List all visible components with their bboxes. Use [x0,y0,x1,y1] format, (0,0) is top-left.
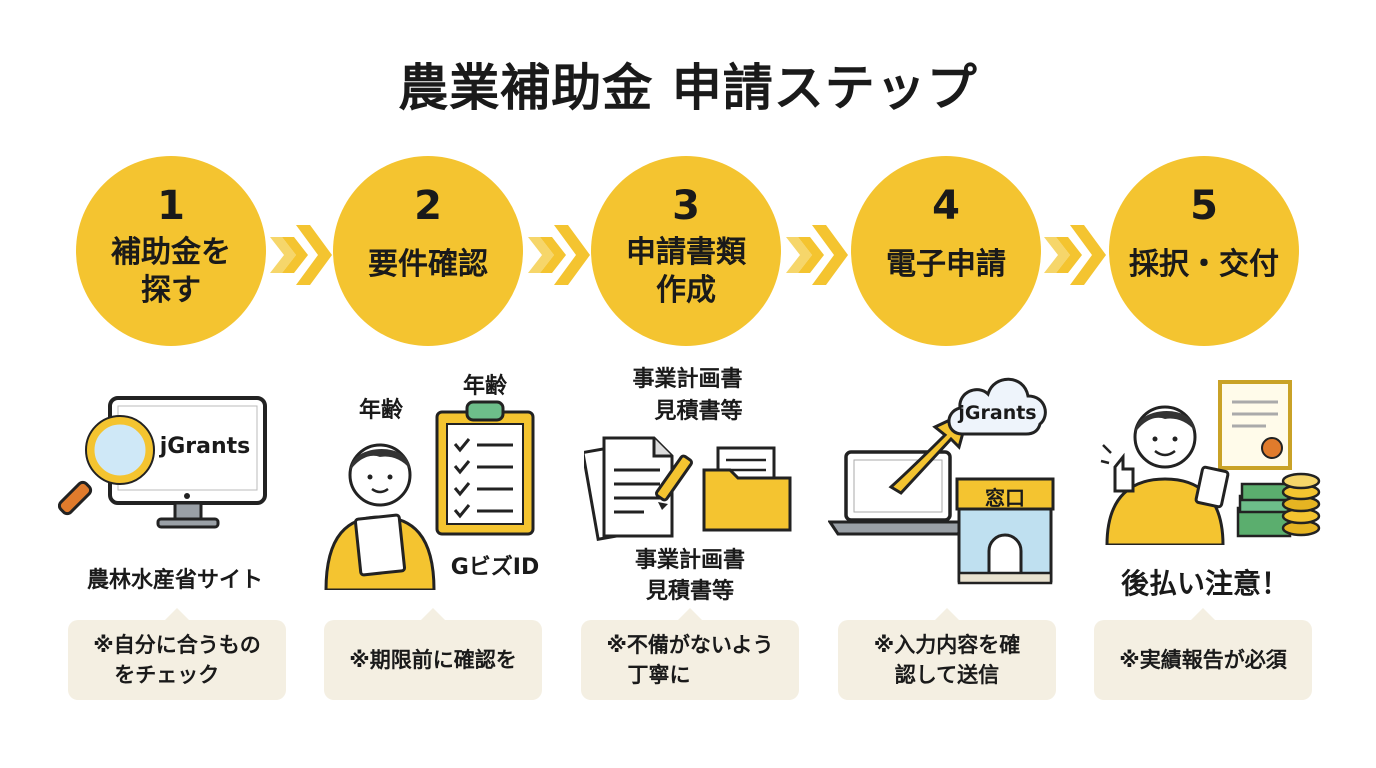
jgrants-cloud-text: jGrants [958,402,1037,424]
magnifier-icon [58,415,155,516]
step-2-circle: 2 要件確認 [333,156,523,346]
step-1-number: 1 [157,183,185,229]
step-5-label: 採択・交付 [1129,247,1279,282]
cloud-icon [947,377,1047,436]
step-2-note: ※期限前に確認を [324,608,542,700]
step-3-label: 申請書類 作成 [626,235,746,308]
person-icon [324,443,436,590]
jgrants-screen-text: jGrants [159,434,251,459]
step-5-caption: 後払い注意！ [1120,567,1289,600]
step-3-circle: 3 申請書類 作成 [591,156,781,346]
person-thumbs-up-icon [1100,405,1230,545]
step-3-caption-bottom: 事業計画書 見積書等 [634,548,745,604]
step-3-number: 3 [672,183,700,229]
step-5-number: 5 [1190,183,1218,229]
chevron-arrow-icon [528,225,590,285]
pen-icon [654,454,694,510]
step-2-tag-left: 年齢 [358,398,403,423]
step-3-caption-top: 事業計画書 見積書等 [632,367,743,424]
chevron-arrow-icon [270,225,332,285]
certificate-icon [1218,380,1292,470]
chevron-arrow-icon [1044,225,1106,285]
counter-window-text: 窓口 [985,486,1025,510]
step-1-label: 補助金を 探す [111,235,231,308]
money-icon [1236,482,1296,538]
page-title: 農業補助金 申請ステップ [398,59,978,117]
step-1-caption: 農林水産省サイト [86,568,263,593]
step-2-number: 2 [414,183,442,229]
step-4-number: 4 [932,183,960,229]
step-2-label: 要件確認 [368,247,488,282]
step-1-circle: 1 補助金を 探す [76,156,266,346]
step-3-note: ※不備がないよう 丁寧に [581,608,799,700]
folder-icon [702,446,792,532]
step-2-caption: GビズID [450,555,540,580]
step-5-circle: 5 採択・交付 [1109,156,1299,346]
step-5-note: ※実績報告が必須 [1094,608,1312,700]
counter-window-icon [955,477,1055,585]
clipboard-checklist-icon [435,400,535,536]
chevron-arrow-icon [786,225,848,285]
step-4-note: ※入力内容を確 認して送信 [838,608,1056,700]
step-2-tag-right: 年齢 [462,374,507,399]
coins-icon [1281,472,1321,537]
step-4-label: 電子申請 [886,247,1006,282]
step-1-note: ※自分に合うもの をチェック [68,608,286,700]
documents-icon [584,436,674,541]
step-4-circle: 4 電子申請 [851,156,1041,346]
